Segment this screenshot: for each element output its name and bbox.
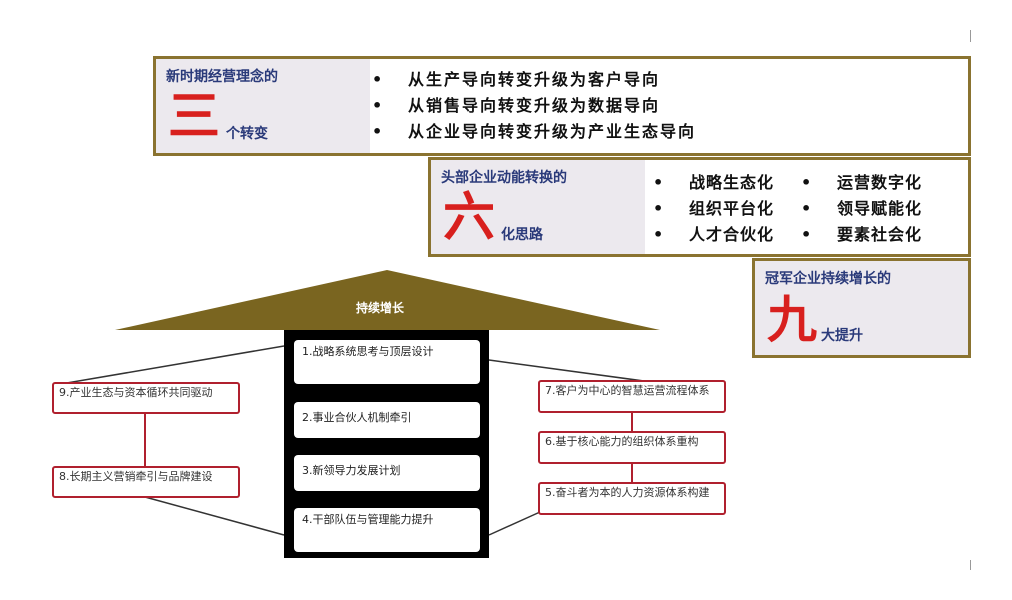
- transformation-list: 从生产导向转变升级为客户导向 从销售导向转变升级为数据导向 从企业导向转变升级为…: [372, 67, 696, 145]
- list-item: 运营数字化: [801, 170, 922, 196]
- edge-mark: [970, 30, 971, 42]
- connector-line: [488, 511, 541, 536]
- side-item: 8.长期主义营销牵引与品牌建设: [52, 466, 240, 498]
- side-item: 6.基于核心能力的组织体系重构: [538, 431, 726, 464]
- pillar-item: 3.新领导力发展计划: [294, 455, 480, 491]
- roof-shape: [115, 270, 660, 330]
- panel-suffix: 大提升: [821, 328, 863, 344]
- approach-list-left: 战略生态化 组织平台化 人才合伙化: [653, 170, 774, 248]
- side-item: 5.奋斗者为本的人力资源体系构建: [538, 482, 726, 515]
- panel-three-transformations: 新时期经营理念的 三 个转变 从生产导向转变升级为客户导向 从销售导向转变升级为…: [153, 56, 971, 156]
- panel-label-pane: [156, 59, 370, 153]
- connector-line: [54, 345, 285, 386]
- panel-label-pane: [431, 160, 645, 254]
- big-numeral: 九: [767, 291, 817, 349]
- panel-title: 冠军企业持续增长的: [765, 271, 891, 287]
- roof-label: 持续增长: [355, 301, 404, 315]
- panel-title: 头部企业动能转换的: [441, 170, 567, 186]
- panel-suffix: 化思路: [501, 227, 543, 243]
- list-item: 从企业导向转变升级为产业生态导向: [372, 119, 696, 145]
- pillar-item: 2.事业合伙人机制牵引: [294, 402, 480, 438]
- connector-line: [144, 496, 285, 536]
- edge-mark: [970, 560, 971, 570]
- pillar-item: 1.战略系统思考与顶层设计: [294, 340, 480, 384]
- approach-list-right: 运营数字化 领导赋能化 要素社会化: [801, 170, 922, 248]
- big-numeral: 三: [168, 87, 221, 147]
- list-item: 战略生态化: [653, 170, 774, 196]
- list-item: 从销售导向转变升级为数据导向: [372, 93, 696, 119]
- panel-title: 新时期经营理念的: [166, 69, 278, 85]
- list-item: 从生产导向转变升级为客户导向: [372, 67, 696, 93]
- panel-six-approaches: 头部企业动能转换的 六 化思路 战略生态化 组织平台化 人才合伙化 运营数字化 …: [428, 157, 971, 257]
- list-item: 组织平台化: [653, 196, 774, 222]
- side-item: 7.客户为中心的智慧运营流程体系: [538, 380, 726, 413]
- side-item: 9.产业生态与资本循环共同驱动: [52, 382, 240, 414]
- list-item: 要素社会化: [801, 222, 922, 248]
- list-item: 人才合伙化: [653, 222, 774, 248]
- list-item: 领导赋能化: [801, 196, 922, 222]
- pillar-item: 4.干部队伍与管理能力提升: [294, 508, 480, 552]
- panel-nine-improvements: 冠军企业持续增长的 九 大提升: [752, 258, 971, 358]
- panel-suffix: 个转变: [226, 126, 268, 142]
- big-numeral: 六: [443, 188, 496, 248]
